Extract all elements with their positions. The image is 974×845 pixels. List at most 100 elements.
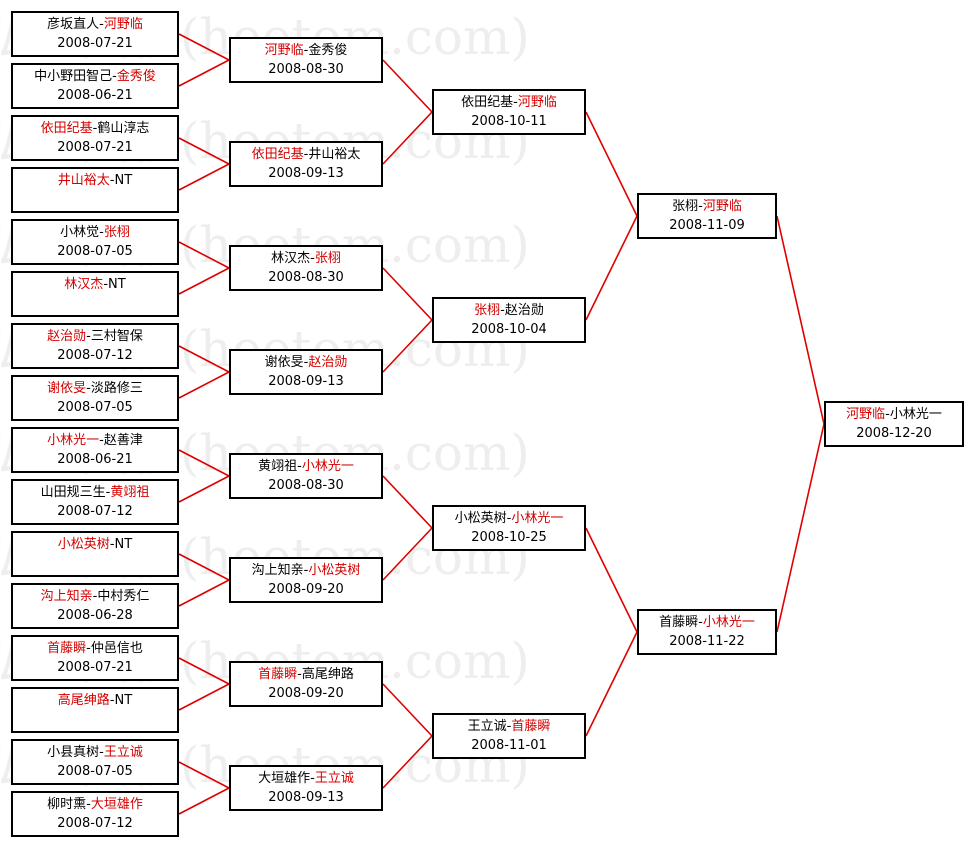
player-name: 首藤瞬 xyxy=(258,667,298,682)
match-date: 2008-07-05 xyxy=(57,400,133,415)
player-name: 高尾绅路 xyxy=(57,693,110,708)
connector-line xyxy=(585,111,638,217)
match-players: 小林觉-张栩 xyxy=(13,223,177,242)
player-name: NT xyxy=(114,537,133,552)
match-players: 谢依旻-赵治勋 xyxy=(231,353,381,372)
match-date: 2008-06-21 xyxy=(57,452,133,467)
player-name: 首藤瞬 xyxy=(659,615,699,630)
connector-line xyxy=(776,215,825,425)
match-players: 谢依旻-淡路修三 xyxy=(13,379,177,398)
separator: - xyxy=(109,173,115,188)
separator: - xyxy=(506,511,512,526)
separator: - xyxy=(500,303,505,318)
player-name: 大垣雄作 xyxy=(90,797,143,812)
match-players: 河野临-小林光一 xyxy=(826,405,962,424)
player-name: NT xyxy=(114,693,133,708)
player-name: 首藤瞬 xyxy=(511,719,551,734)
player-name: 首藤瞬 xyxy=(47,641,87,656)
match-date: 2008-07-21 xyxy=(57,140,133,155)
match-players: 柳时熏-大垣雄作 xyxy=(13,795,177,814)
connector-line xyxy=(178,33,230,61)
match-players: 高尾绅路-NT xyxy=(13,691,177,710)
player-name: 林汉杰 xyxy=(64,277,104,292)
separator: - xyxy=(297,459,302,474)
player-name: 小林光一 xyxy=(301,459,354,474)
separator: - xyxy=(506,719,512,734)
player-name: 河野临 xyxy=(517,95,557,110)
separator: - xyxy=(112,69,117,84)
match-date: 2008-09-20 xyxy=(268,686,344,701)
match-box-r1-11: 小松英树-NT xyxy=(11,531,179,577)
match-players: 林汉杰-NT xyxy=(13,275,177,294)
match-players: 张栩-赵治勋 xyxy=(434,301,584,320)
connector-line xyxy=(178,579,230,607)
match-players: 大垣雄作-王立诚 xyxy=(231,769,381,788)
player-name: 中村秀仁 xyxy=(97,589,150,604)
match-players: 小县真树-王立诚 xyxy=(13,743,177,762)
separator: - xyxy=(92,121,98,136)
match-date: 2008-07-21 xyxy=(57,660,133,675)
match-date: 2008-10-25 xyxy=(471,530,547,545)
match-players: 沟上知亲-小松英树 xyxy=(231,561,381,580)
connector-line xyxy=(382,683,433,737)
match-date: 2008-09-13 xyxy=(268,790,344,805)
match-date: 2008-11-01 xyxy=(471,738,547,753)
match-players: 张栩-河野临 xyxy=(639,197,775,216)
player-name: 大垣雄作 xyxy=(258,771,311,786)
player-name: 张栩 xyxy=(314,251,341,266)
player-name: NT xyxy=(114,173,133,188)
match-box-r1-16: 柳时熏-大垣雄作 2008-07-12 xyxy=(11,791,179,837)
match-players: 河野临-金秀俊 xyxy=(231,41,381,60)
player-name: 金秀俊 xyxy=(308,43,348,58)
match-box-r2-4: 谢依旻-赵治勋 2008-09-13 xyxy=(229,349,383,395)
connector-line xyxy=(382,735,433,789)
connector-line xyxy=(585,631,638,737)
match-date: 2008-07-12 xyxy=(57,816,133,831)
separator: - xyxy=(303,563,309,578)
match-box-r1-3: 依田纪基-鹤山淳志 2008-07-21 xyxy=(11,115,179,161)
match-players: 小松英树-NT xyxy=(13,535,177,554)
player-name: 小县真树 xyxy=(47,745,100,760)
player-name: 小林觉 xyxy=(60,225,100,240)
connector-line xyxy=(178,683,230,711)
player-name: 井山裕太 xyxy=(57,173,110,188)
connector-line xyxy=(178,59,230,87)
connector-line xyxy=(382,267,433,321)
player-name: 黄翊祖 xyxy=(258,459,298,474)
match-date: 2008-09-13 xyxy=(268,374,344,389)
player-name: 淡路修三 xyxy=(90,381,143,396)
connector-line xyxy=(382,59,433,113)
player-name: 张栩 xyxy=(672,199,699,214)
match-players: 山田规三生-黄翊祖 xyxy=(13,483,177,502)
match-players: 沟上知亲-中村秀仁 xyxy=(13,587,177,606)
player-name: 仲邑信也 xyxy=(90,641,143,656)
player-name: 依田纪基 xyxy=(40,121,93,136)
player-name: 沟上知亲 xyxy=(40,589,93,604)
match-date: 2008-09-13 xyxy=(268,166,344,181)
match-players: 首藤瞬-仲邑信也 xyxy=(13,639,177,658)
player-name: 中小野田智己 xyxy=(34,69,113,84)
player-name: 小松英树 xyxy=(57,537,110,552)
match-players: 井山裕太-NT xyxy=(13,171,177,190)
player-name: 金秀俊 xyxy=(116,69,156,84)
player-name: 依田纪基 xyxy=(461,95,514,110)
match-date: 2008-07-12 xyxy=(57,504,133,519)
match-players: 依田纪基-河野临 xyxy=(434,93,584,112)
match-date: 2008-08-30 xyxy=(268,62,344,77)
match-box-r1-6: 林汉杰-NT xyxy=(11,271,179,317)
match-players: 依田纪基-鹤山淳志 xyxy=(13,119,177,138)
match-date: 2008-06-28 xyxy=(57,608,133,623)
player-name: 河野临 xyxy=(702,199,742,214)
match-players: 首藤瞬-高尾绅路 xyxy=(231,665,381,684)
player-name: 三村智保 xyxy=(90,329,143,344)
match-players: 赵治勋-三村智保 xyxy=(13,327,177,346)
match-date: 2008-07-12 xyxy=(57,348,133,363)
